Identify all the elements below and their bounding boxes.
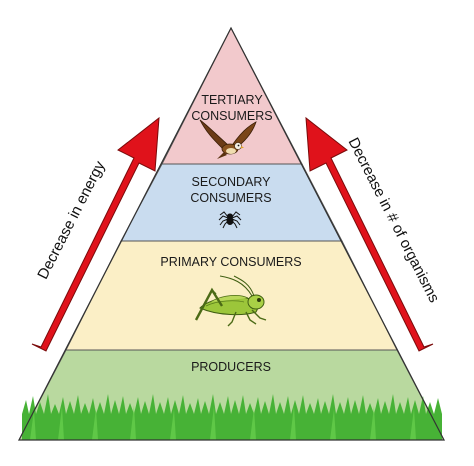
- tier-producers-label: PRODUCERS: [191, 360, 271, 374]
- grasshopper-icon: [194, 275, 267, 327]
- tier-primary-consumers: PRIMARY CONSUMERS: [65, 240, 398, 351]
- tier-tertiary-label-line1: TERTIARY: [201, 93, 263, 107]
- tier-tertiary-label-line2: CONSUMERS: [191, 109, 272, 123]
- hawk-icon: [199, 119, 257, 159]
- grass-icon: [22, 394, 442, 440]
- left-arrow-label: Decrease in energy: [34, 158, 108, 282]
- right-arrow: [305, 116, 434, 352]
- tier-secondary-consumers: SECONDARY CONSUMERS: [120, 163, 343, 242]
- pyramid-outline: [18, 26, 445, 441]
- tier-secondary-label-line1: SECONDARY: [192, 175, 272, 189]
- tier-producers: PRODUCERS: [18, 349, 445, 441]
- tier-secondary-label-line2: CONSUMERS: [190, 191, 271, 205]
- left-arrow: [31, 116, 160, 352]
- tier-primary-label: PRIMARY CONSUMERS: [160, 255, 301, 269]
- spider-icon: [218, 211, 242, 229]
- tier-tertiary-consumers: TERTIARY CONSUMERS: [161, 26, 303, 165]
